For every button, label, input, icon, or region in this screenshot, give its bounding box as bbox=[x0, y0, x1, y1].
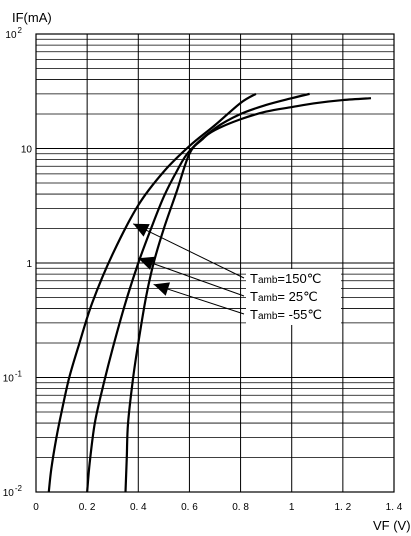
chart-grid bbox=[36, 34, 394, 492]
annotation-leader-line bbox=[138, 257, 245, 297]
x-tick-label: 0. 8 bbox=[232, 502, 249, 513]
y-tick-label: 10 bbox=[21, 145, 33, 156]
annotation-label: Tamb= -55℃ bbox=[250, 307, 322, 322]
y-tick-label: 10-1 bbox=[3, 370, 23, 385]
x-axis-ticks: 0 0. 2 0. 4 0. 6 0. 8 1 1. 2 1. 4 bbox=[33, 502, 403, 513]
x-tick-label: 1. 4 bbox=[386, 502, 403, 513]
x-tick-label: 0 bbox=[33, 502, 39, 513]
x-axis-label: VF (V) bbox=[373, 518, 411, 533]
x-tick-label: 1. 2 bbox=[335, 502, 352, 513]
series-curve bbox=[124, 97, 372, 493]
temperature-annotations: Tamb=150℃ Tamb= 25℃ Tamb= -55℃ bbox=[132, 223, 341, 325]
annotation-leader-line bbox=[153, 283, 245, 315]
y-axis-label: IF(mA) bbox=[12, 10, 52, 25]
chart-series bbox=[47, 92, 372, 493]
y-tick-label: 102 bbox=[5, 26, 22, 41]
annotation-label: Tamb= 25℃ bbox=[250, 289, 318, 304]
annotation-arrowhead bbox=[153, 282, 171, 296]
annotation-arrowhead bbox=[133, 223, 150, 237]
y-tick-label: 1 bbox=[26, 259, 32, 270]
annotation-label: Tamb=150℃ bbox=[250, 271, 321, 286]
annotation-arrowhead bbox=[138, 256, 155, 270]
y-axis-ticks: 10-2 10-1 1 10 102 bbox=[3, 26, 33, 499]
x-tick-label: 0. 6 bbox=[181, 502, 198, 513]
series-curve bbox=[47, 92, 257, 493]
x-tick-label: 0. 4 bbox=[130, 502, 147, 513]
plot-frame bbox=[35, 33, 395, 493]
y-tick-label: 10-2 bbox=[3, 484, 23, 499]
annotation-label-background bbox=[246, 269, 341, 325]
series-curve bbox=[86, 92, 310, 493]
x-tick-label: 1 bbox=[289, 502, 295, 513]
x-tick-label: 0. 2 bbox=[79, 502, 96, 513]
annotation-leader-line bbox=[132, 223, 245, 279]
